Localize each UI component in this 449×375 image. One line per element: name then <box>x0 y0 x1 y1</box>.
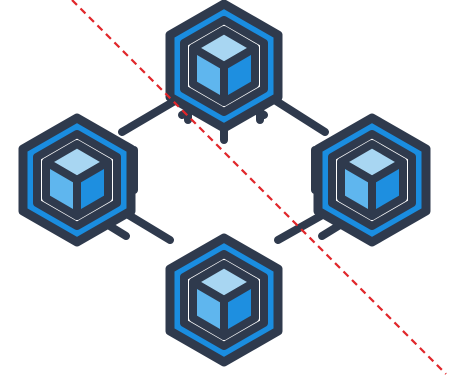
cube-right <box>318 118 426 242</box>
cube-left <box>23 118 131 242</box>
cube-top <box>170 4 278 128</box>
cube-bottom <box>170 238 278 362</box>
diagonal-dashed-line <box>71 0 447 375</box>
